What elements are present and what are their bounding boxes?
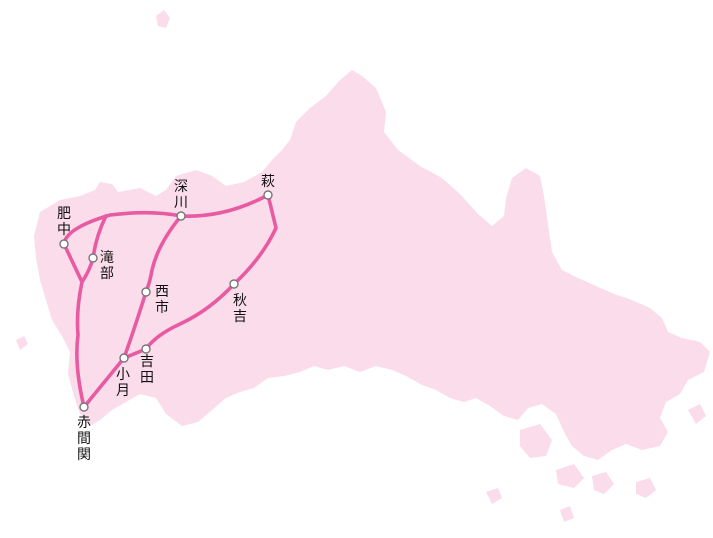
station-nishiichi bbox=[141, 287, 151, 297]
station-labels: 肥中 滝部 深川 萩 西市 秋吉 吉田 小月 赤間関 bbox=[57, 174, 275, 463]
island-south-1 bbox=[520, 424, 552, 458]
island-south-3 bbox=[592, 472, 614, 494]
station-akamagaseki bbox=[79, 402, 89, 412]
label-hacchu: 肥中 bbox=[57, 206, 71, 238]
stations bbox=[59, 190, 273, 412]
island-south-2 bbox=[556, 464, 584, 488]
route-western-line bbox=[62, 242, 86, 409]
label-akamagaseki: 赤間関 bbox=[77, 415, 91, 463]
island-south-5 bbox=[486, 488, 502, 504]
island-south-4 bbox=[636, 478, 656, 498]
label-kozuki: 小月 bbox=[116, 367, 130, 399]
label-yoshida: 吉田 bbox=[140, 354, 154, 386]
island-east bbox=[688, 404, 706, 424]
label-nishiichi: 西市 bbox=[155, 284, 169, 316]
route-northern-trunk bbox=[62, 193, 278, 409]
station-hacchu bbox=[59, 239, 69, 249]
island-north bbox=[156, 10, 170, 28]
station-takibe bbox=[88, 253, 98, 263]
station-akiyoshi bbox=[229, 279, 239, 289]
island-west bbox=[16, 336, 28, 350]
label-hagi: 萩 bbox=[261, 174, 275, 190]
label-akiyoshi: 秋吉 bbox=[233, 293, 247, 325]
label-fukawa: 深川 bbox=[174, 179, 188, 211]
label-takibe: 滝部 bbox=[100, 250, 114, 282]
mainland bbox=[34, 70, 710, 460]
land-area bbox=[16, 10, 710, 522]
station-yoshida bbox=[141, 344, 151, 354]
island-south-6 bbox=[560, 506, 574, 522]
station-hagi bbox=[263, 190, 273, 200]
station-kozuki bbox=[119, 353, 129, 363]
station-fukawa bbox=[176, 211, 186, 221]
route-nishiichi-line bbox=[122, 214, 183, 360]
